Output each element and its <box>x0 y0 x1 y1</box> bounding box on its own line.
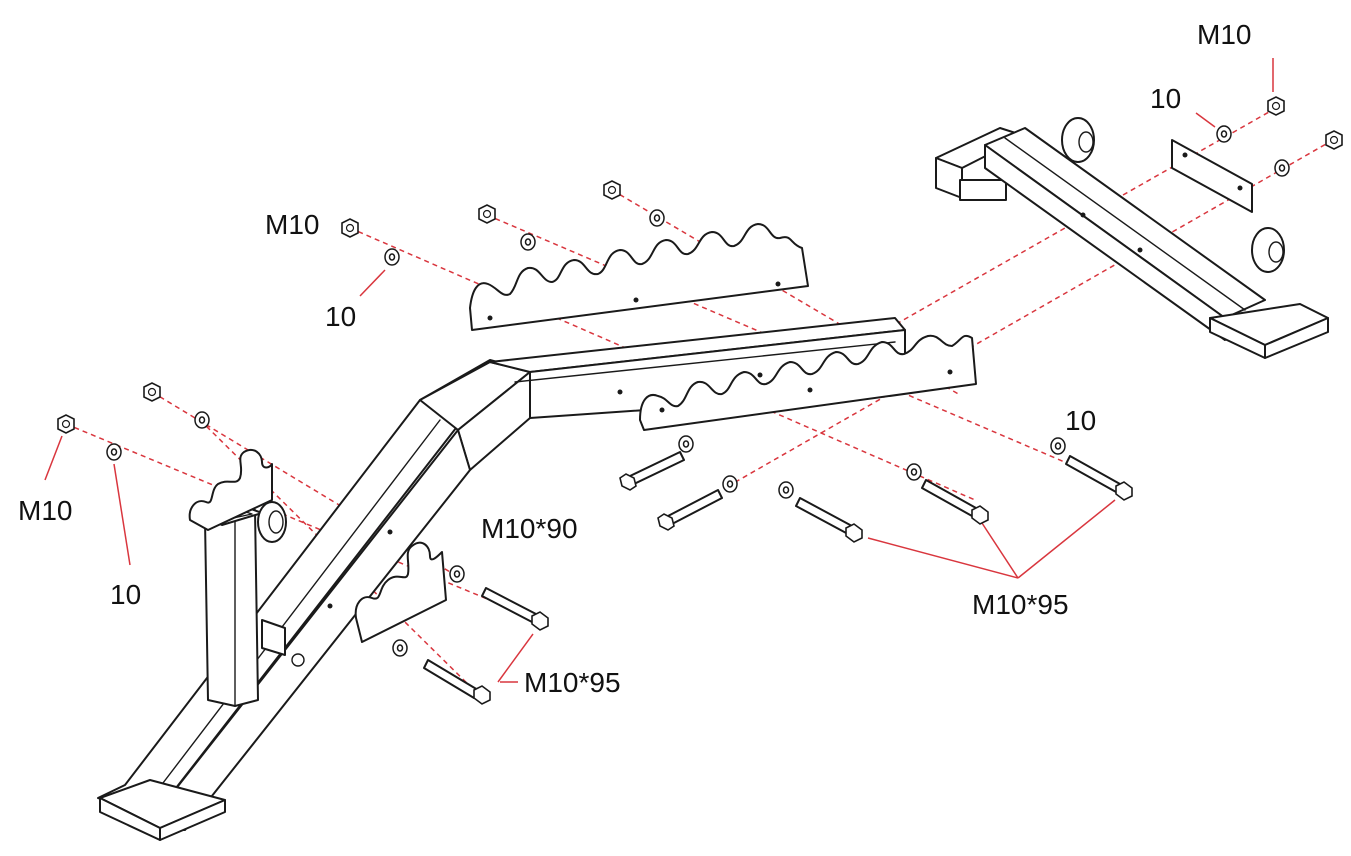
hex-nuts <box>57 96 1343 434</box>
nut-top-right-upper <box>1267 96 1285 116</box>
label-nut-top-right: M10 <box>1197 19 1251 50</box>
hook-bracket-top <box>469 223 809 331</box>
bolt-m10x95-d <box>921 479 989 525</box>
hook-bracket-lower <box>639 334 977 431</box>
nut-mid-left <box>341 218 359 238</box>
washer-mid-center <box>520 233 536 251</box>
label-washer-right: 10 <box>1065 405 1096 436</box>
washer-bolt-f <box>449 565 465 583</box>
bolts <box>423 451 1133 705</box>
label-washer-left: 10 <box>110 579 141 610</box>
washer-mid-left <box>384 248 400 266</box>
callout-labels: M10 10 M10 10 M10 10 M10*90 M10*95 10 M1… <box>18 19 1251 698</box>
label-bolt-m10x95-left: M10*95 <box>524 667 621 698</box>
bolt-m10x95-g <box>423 659 491 705</box>
washer-bolt-b <box>722 475 738 493</box>
washer-mid-right <box>649 209 665 227</box>
label-nut-mid-left: M10 <box>265 209 319 240</box>
washer-bolt-c <box>778 481 794 499</box>
hook-bracket-post <box>188 448 273 531</box>
washer-top-right-lower <box>1274 159 1290 177</box>
washer-left-lower <box>106 443 122 461</box>
bolt-m10x95-e <box>1065 455 1133 501</box>
label-nut-left: M10 <box>18 495 72 526</box>
label-washer-mid-left: 10 <box>325 301 356 332</box>
nut-left-upper <box>143 382 161 402</box>
hook-bracket-frame <box>354 541 447 643</box>
washer-left-upper <box>194 411 210 429</box>
bolt-m10x90-a <box>619 451 685 491</box>
label-washer-top-right: 10 <box>1150 83 1181 114</box>
washer-top-right-upper <box>1216 125 1232 143</box>
washer-bolt-a <box>678 435 694 453</box>
bolt-m10x95-f <box>481 587 549 631</box>
bolt-m10x90-b <box>657 489 723 531</box>
label-bolt-m10x90: M10*90 <box>481 513 578 544</box>
rear-base-with-wheels <box>935 117 1329 359</box>
rear-bracket-plate <box>1171 139 1253 213</box>
nut-mid-center <box>478 204 496 224</box>
label-bolt-m10x95-right: M10*95 <box>972 589 1069 620</box>
bolt-m10x95-c <box>795 497 863 543</box>
nut-mid-right <box>603 180 621 200</box>
washer-bolt-d <box>906 463 922 481</box>
washer-bolt-e <box>1050 437 1066 455</box>
washers <box>106 125 1290 657</box>
nut-top-right-lower <box>1325 130 1343 150</box>
washer-bolt-g <box>392 639 408 657</box>
nut-left-lower <box>57 414 75 434</box>
leader-lines <box>44 58 1274 683</box>
